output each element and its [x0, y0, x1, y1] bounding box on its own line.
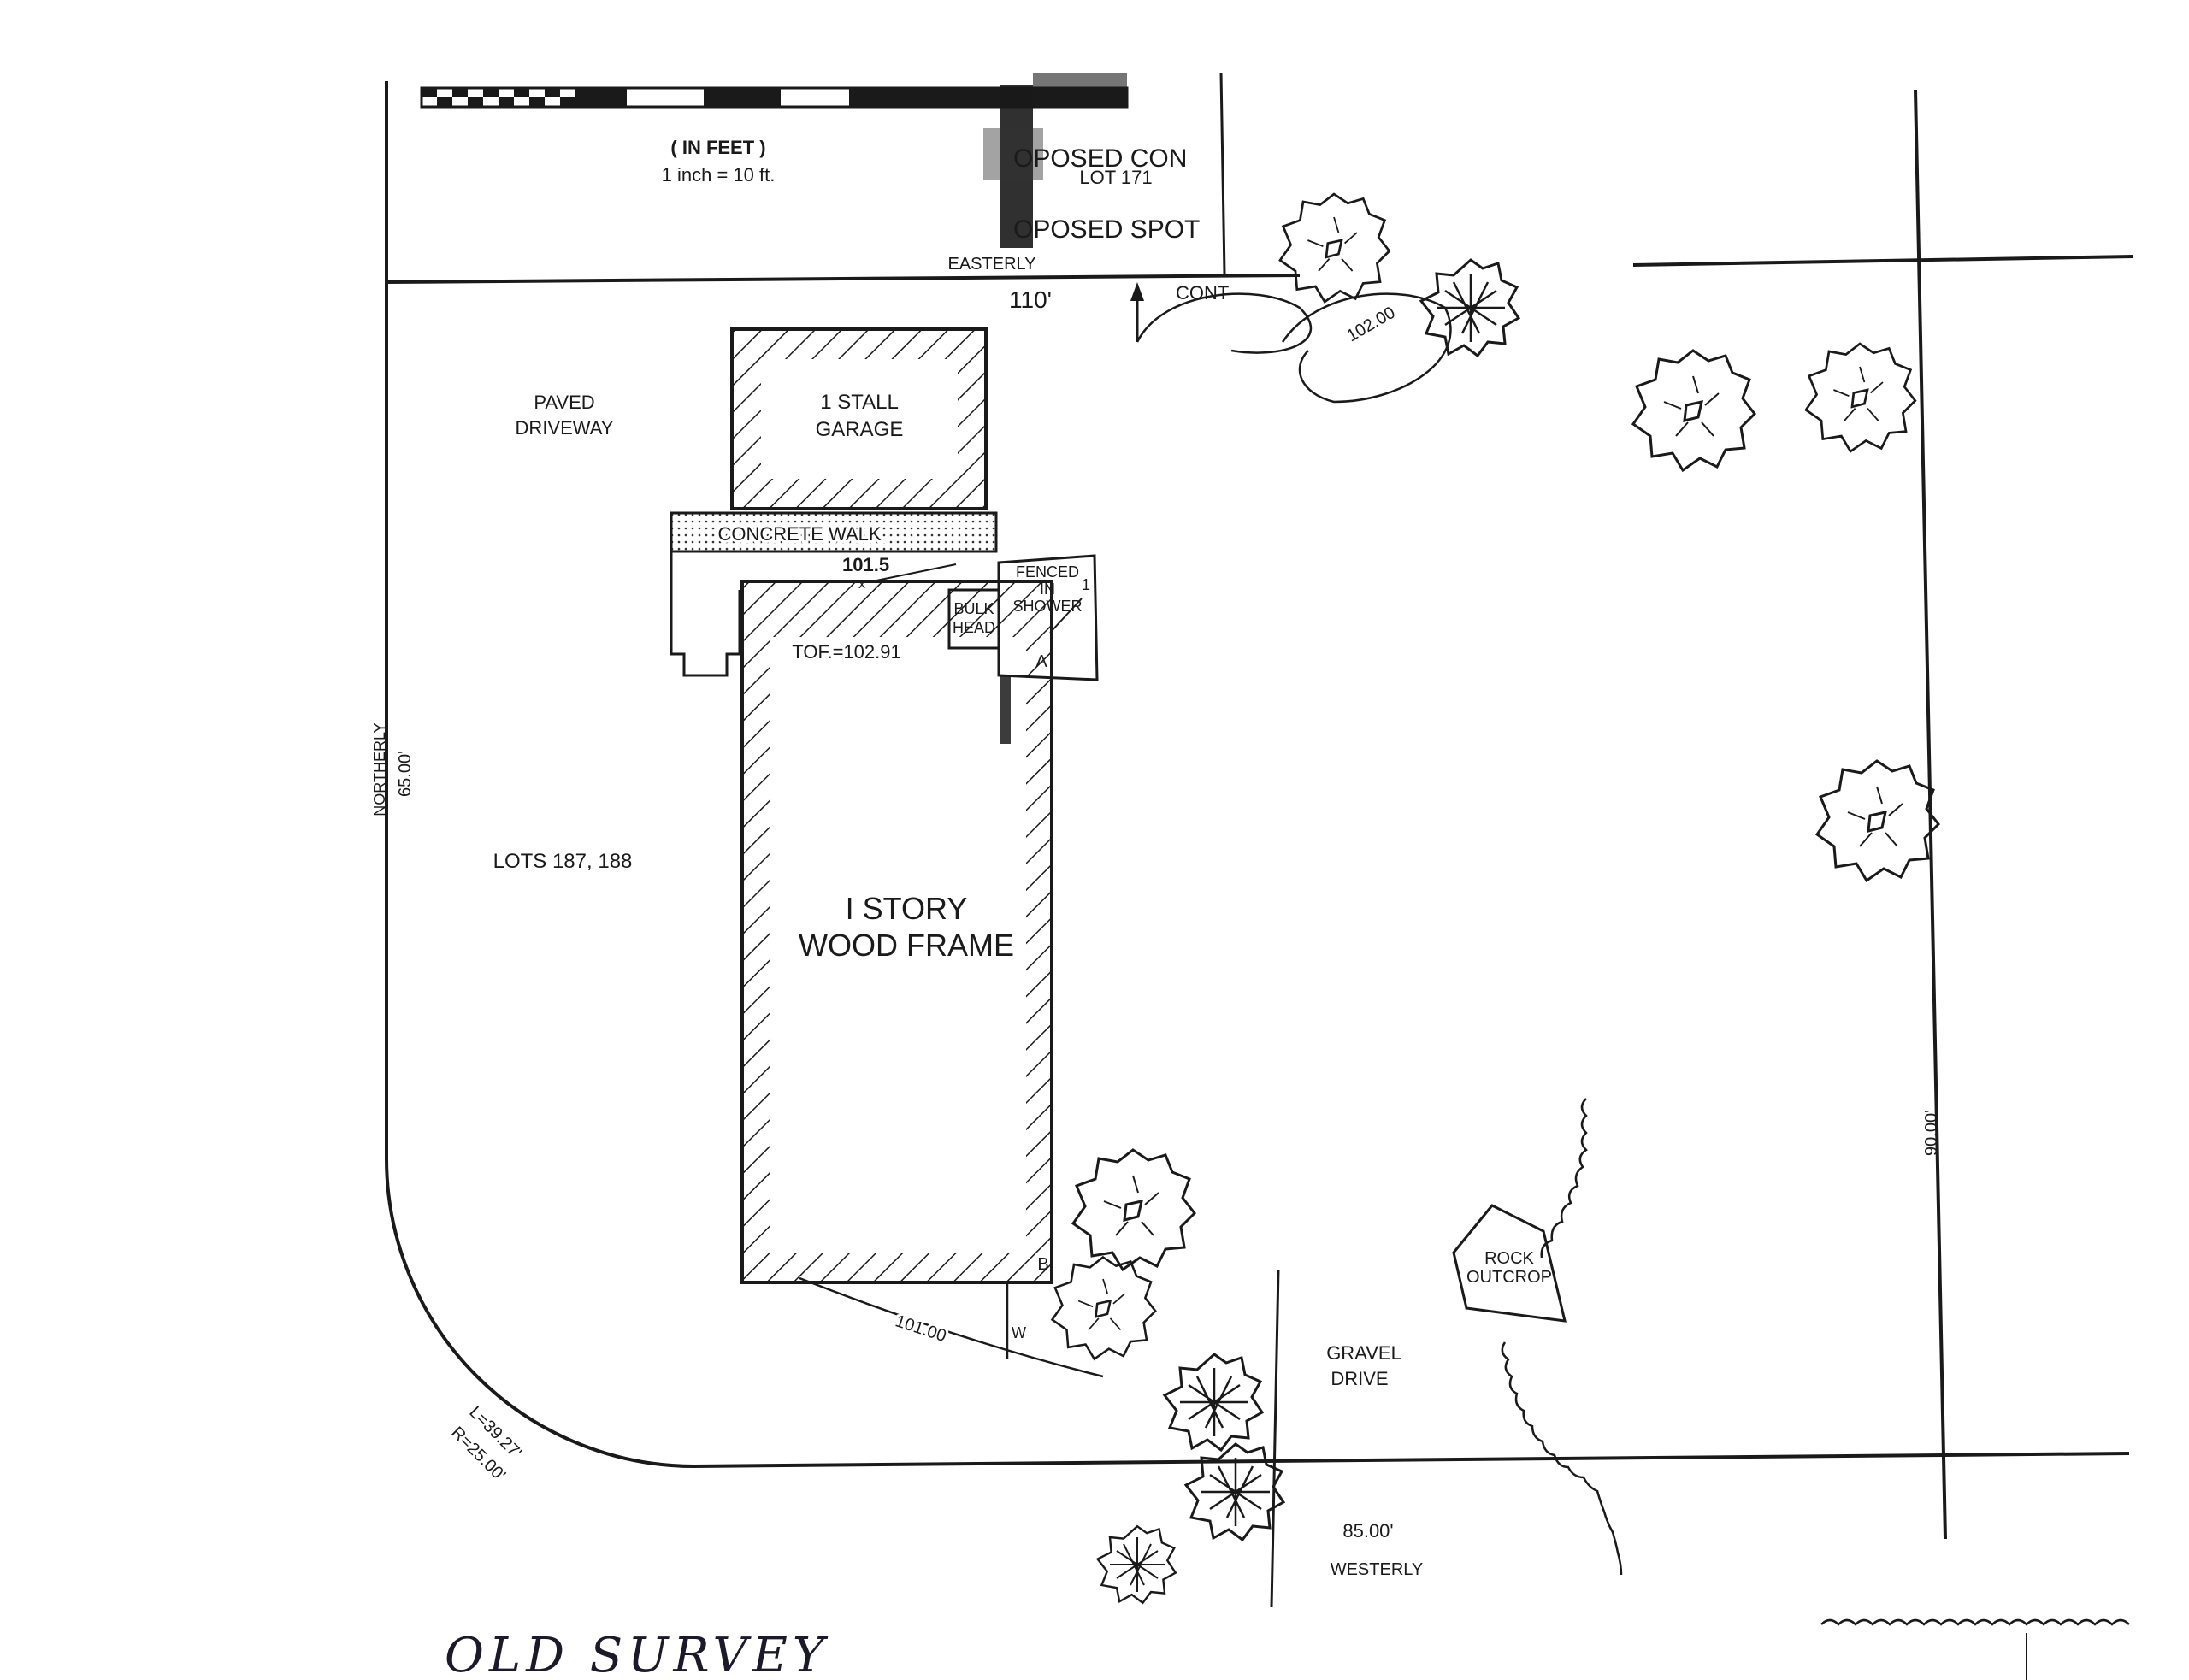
westerly-label: WESTERLY	[1331, 1560, 1424, 1579]
tree-icon	[1631, 349, 1756, 472]
bulkhead-label-line2: HEAD	[953, 619, 995, 636]
stamp-smudge	[983, 73, 1127, 248]
concrete-walk-label: CONCRETE WALK	[717, 523, 881, 545]
paved-driveway-line2: DRIVEWAY	[516, 417, 614, 439]
rock-label-line1: ROCK	[1484, 1249, 1534, 1268]
tree-icon	[1804, 342, 1917, 453]
northerly-label: NORTHERLY	[371, 722, 388, 816]
garage-label-line2: GARAGE	[816, 418, 904, 441]
dark-tree-icon	[1419, 258, 1520, 357]
property-lines	[385, 72, 2134, 1680]
paved-driveway-line1: PAVED	[534, 392, 594, 413]
concrete-walk: CONCRETE WALK	[670, 511, 998, 553]
dark-tree-icon	[1163, 1353, 1264, 1452]
corner-a-label: A	[1035, 652, 1047, 671]
rock-outcrop: ROCK OUTCROP	[1452, 1204, 1567, 1323]
front-dim-label: 110'	[1009, 286, 1052, 313]
tof-label: TOF.=102.91	[792, 641, 900, 663]
tree-icon	[1278, 192, 1391, 304]
house-label-line1: I STORY	[846, 891, 968, 926]
tree-icon	[1071, 1148, 1196, 1271]
house-label-line2: WOOD FRAME	[799, 928, 1014, 963]
front-steps	[670, 551, 741, 677]
gravel-drive-line1: GRAVEL	[1326, 1342, 1401, 1364]
fenced-label-line3: SHOWER	[1013, 598, 1083, 615]
bottom-dimension: 85.00'	[1342, 1520, 1393, 1541]
tree-icon	[1815, 759, 1940, 882]
dark-tree-icon	[1184, 1442, 1285, 1541]
spot-elevation-101-5: 101.5	[842, 554, 889, 575]
fenced-mark-label: 1	[1082, 576, 1090, 593]
dark-tree-icon	[1096, 1525, 1177, 1605]
elevation-101-label: 101.00	[893, 1312, 948, 1346]
lots-label: LOTS 187, 188	[493, 850, 633, 873]
scale-units: ( IN FEET )	[670, 137, 765, 158]
right-dimension: 90.00'	[1922, 1110, 1941, 1156]
gravel-drive-line2: DRIVE	[1331, 1368, 1388, 1389]
spot-elevation-marker: x	[858, 577, 865, 592]
garage-label-line1: 1 STALL	[820, 391, 899, 414]
tree-line-scallops	[1501, 1098, 2130, 1626]
bulkhead-label-line1: BULK	[953, 600, 994, 617]
w-mark-label: W	[1012, 1324, 1026, 1341]
cont-label: CONT	[1176, 282, 1229, 304]
bulkhead: BULK HEAD	[947, 588, 1000, 650]
easterly-label: EASTERLY	[948, 255, 1036, 274]
left-dimension: 65.00'	[396, 751, 415, 797]
scale-ratio: 1 inch = 10 ft.	[662, 164, 776, 186]
proposed-con-label: OPOSED CON	[1013, 144, 1187, 173]
fenced-shower: FENCED IN SHOWER 1	[997, 554, 1099, 681]
fenced-label-line2: IN	[1040, 581, 1055, 598]
fenced-label-line1: FENCED	[1016, 563, 1079, 581]
lot-171-label: LOT 171	[1079, 167, 1152, 188]
garage: 1 STALL GARAGE	[730, 327, 988, 510]
old-survey-note: OLD SURVEY	[445, 1628, 829, 1680]
house: I STORY WOOD FRAME TOF.=102.91 A B	[740, 580, 1053, 1284]
corner-b-label: B	[1037, 1255, 1048, 1274]
contour-lines	[1130, 282, 1452, 404]
scale-bar: ( IN FEET ) 1 inch = 10 ft.	[420, 86, 1129, 186]
elevation-102-label: 102.00	[1344, 304, 1399, 346]
rock-label-line2: OUTCROP	[1466, 1268, 1552, 1287]
tree-icon	[1051, 1256, 1157, 1360]
proposed-spot-label: OPOSED SPOT	[1013, 215, 1200, 244]
